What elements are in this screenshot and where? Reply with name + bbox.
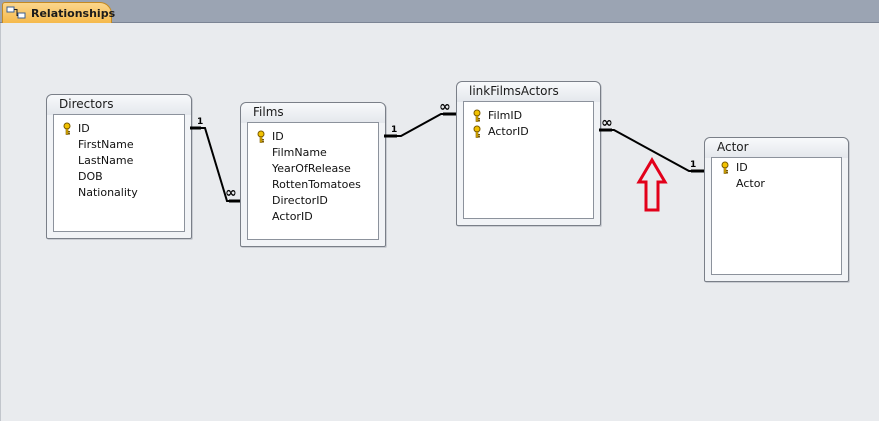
tab-label: Relationships bbox=[31, 6, 116, 20]
field-name: ID bbox=[736, 161, 748, 174]
relationships-canvas[interactable]: Directors ID FirstName LastName DOB Nati… bbox=[0, 23, 879, 421]
relationship-many-label: ∞ bbox=[439, 99, 451, 115]
table-titlebar[interactable] bbox=[457, 82, 600, 102]
field-row[interactable]: LastName bbox=[62, 153, 133, 169]
field-name: ID bbox=[78, 122, 90, 135]
field-row[interactable]: Actor bbox=[720, 176, 765, 192]
table-titlebar[interactable] bbox=[705, 138, 848, 158]
relationship-one-label: 1 bbox=[391, 125, 397, 135]
field-name: DOB bbox=[78, 170, 103, 183]
relationship-lines: 1 ∞ 1 ∞ ∞ 1 bbox=[190, 99, 704, 212]
primary-key-icon bbox=[720, 161, 732, 175]
field-name: FilmName bbox=[272, 146, 327, 159]
field-list[interactable]: ID FirstName LastName DOB Nationality bbox=[53, 114, 185, 232]
table-title: Directors bbox=[59, 97, 114, 111]
field-row[interactable]: ID bbox=[62, 121, 90, 137]
field-name: Nationality bbox=[78, 186, 138, 199]
primary-key-icon bbox=[472, 109, 484, 123]
field-row[interactable]: FilmName bbox=[256, 145, 327, 161]
field-name: FilmID bbox=[488, 109, 523, 122]
relationship-many-label: ∞ bbox=[225, 185, 237, 201]
field-name: YearOfRelease bbox=[272, 162, 351, 175]
field-row[interactable]: ID bbox=[720, 160, 748, 176]
relationship-films-link[interactable] bbox=[384, 112, 456, 138]
field-name: FirstName bbox=[78, 138, 134, 151]
relationships-icon bbox=[6, 5, 28, 21]
field-row[interactable]: FilmID bbox=[472, 108, 522, 124]
table-films[interactable]: Films ID FilmName YearOfRelease RottenTo… bbox=[240, 102, 386, 247]
table-titlebar[interactable] bbox=[241, 103, 385, 123]
field-row[interactable]: Nationality bbox=[62, 185, 138, 201]
field-name: ActorID bbox=[272, 210, 313, 223]
field-row[interactable]: RottenTomatoes bbox=[256, 177, 361, 193]
field-row[interactable]: DOB bbox=[62, 169, 103, 185]
document-tab-bar: Relationships bbox=[0, 0, 879, 23]
table-titlebar[interactable] bbox=[47, 95, 191, 115]
table-linkfilmsactors[interactable]: linkFilmsActors FilmID ActorID bbox=[456, 81, 601, 226]
table-title: linkFilmsActors bbox=[469, 84, 559, 98]
field-name: LastName bbox=[78, 154, 134, 167]
field-name: RottenTomatoes bbox=[272, 178, 361, 191]
table-actor[interactable]: Actor ID Actor bbox=[704, 137, 849, 282]
relationship-many-label: ∞ bbox=[601, 115, 613, 131]
annotation-up-arrow-icon bbox=[636, 157, 668, 212]
relationship-one-label: 1 bbox=[690, 160, 696, 170]
table-directors[interactable]: Directors ID FirstName LastName DOB Nati… bbox=[46, 94, 192, 239]
primary-key-icon bbox=[472, 125, 484, 139]
field-row[interactable]: FirstName bbox=[62, 137, 134, 153]
field-row[interactable]: DirectorID bbox=[256, 193, 328, 209]
primary-key-icon bbox=[62, 122, 74, 136]
field-row[interactable]: YearOfRelease bbox=[256, 161, 351, 177]
field-list[interactable]: ID Actor bbox=[711, 157, 842, 275]
field-name: ActorID bbox=[488, 125, 529, 138]
field-name: ID bbox=[272, 130, 284, 143]
primary-key-icon bbox=[256, 130, 268, 144]
field-row[interactable]: ActorID bbox=[256, 209, 313, 225]
table-title: Films bbox=[253, 105, 284, 119]
relationship-one-label: 1 bbox=[197, 117, 203, 127]
field-row[interactable]: ActorID bbox=[472, 124, 529, 140]
field-list[interactable]: ID FilmName YearOfRelease RottenTomatoes… bbox=[247, 122, 379, 240]
relationship-link-actor[interactable] bbox=[599, 128, 704, 173]
tab-relationships[interactable]: Relationships bbox=[2, 2, 116, 23]
field-name: Actor bbox=[736, 177, 765, 190]
field-row[interactable]: ID bbox=[256, 129, 284, 145]
field-name: DirectorID bbox=[272, 194, 328, 207]
relationship-directors-films[interactable] bbox=[190, 126, 240, 203]
table-title: Actor bbox=[717, 140, 749, 154]
field-list[interactable]: FilmID ActorID bbox=[463, 101, 594, 219]
